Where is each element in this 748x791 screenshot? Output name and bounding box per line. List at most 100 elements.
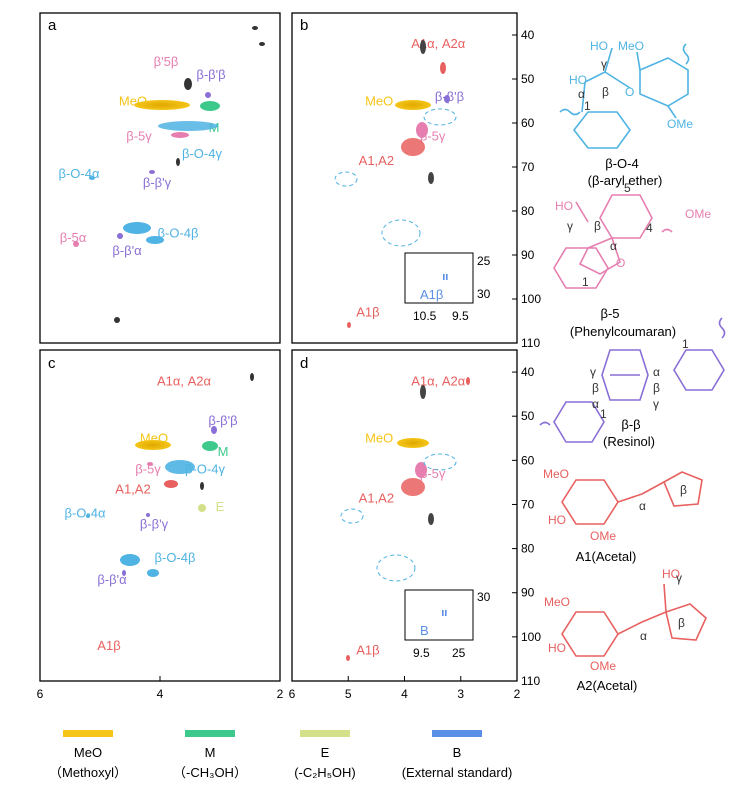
unassigned-contour [200,482,204,490]
legend-swatch-b [432,730,482,737]
inset-b-label: A1β [420,287,443,302]
unassigned-contour [420,40,426,54]
structure-beta-o4-labels: HO MeO γ HO α β O 1 OMe [569,39,693,131]
bond [604,47,613,73]
atom-label: O [616,256,625,270]
y-tick-label: 110 [521,336,540,350]
structure-name: β-β [621,417,640,432]
y-tick-label: 100 [521,630,541,644]
aryl-ring [572,111,631,149]
atom-label: 1 [682,337,689,351]
betabeta-alpha-contour [117,233,123,239]
beta-o4-gamma-contour [165,460,195,474]
y-tick-label: 60 [521,116,535,130]
aryl-ring-2 [553,401,605,443]
betabeta-beta-contour [444,95,450,103]
atom-label: α [640,629,647,643]
bond [575,201,589,223]
peak-label: β-β'γ [140,517,169,532]
peak-label: A1α, A2α [157,373,212,388]
legend-sub-m: （-CH₃OH） [173,765,247,780]
panel-a: a β'5ββ-β'βMeOMβ-5γβ-O-4γβ-O-4αβ-β'γβ-5α… [39,12,281,344]
betabeta-gamma-contour [146,513,150,517]
beta5-alpha-contour [73,241,79,247]
dashed-region [376,554,416,582]
y-tick-label: 90 [521,586,535,600]
m-contour [200,101,220,111]
bond [604,71,631,89]
x-tick-label: 6 [37,687,44,701]
unassigned-contour [250,373,254,381]
atom-label: HO [548,641,566,655]
legend-sub-e: (-C₂H₅OH) [294,765,356,780]
bond [641,481,665,495]
atom-label: OMe [685,207,711,221]
peak-label: β-5γ [126,129,152,144]
meo-contour [395,100,431,110]
inset-tick-label: 30 [477,287,491,301]
structure-subname: (β-aryl ether) [588,173,663,188]
panel-a-frame [39,12,281,344]
x-tick-label: 4 [157,687,164,701]
furan-ring [578,236,621,275]
inset-frame [404,252,474,304]
legend: MeO （Methoxyl） M （-CH₃OH） E (-C₂H₅OH) B … [49,730,512,780]
atom-label: γ [601,57,607,71]
atom-label: α [578,87,585,101]
atom-label: β [653,381,660,395]
peak-label: A1α, A2α [411,373,466,388]
atom-label: OMe [590,529,616,543]
meo-contour [135,440,171,450]
atom-label: MeO [618,39,644,53]
atom-label: γ [653,397,659,411]
e-contour [198,504,206,512]
atom-label: HO [555,199,573,213]
peak-label: E [216,499,225,514]
meo-contour [134,100,190,110]
acetal-beta-contour [346,655,350,661]
unassigned-contour [114,317,120,323]
inset-d-label: B [420,623,429,638]
panel-b-letter: b [300,17,308,34]
y-tick-label: 40 [521,28,535,42]
unassigned-contour [184,78,192,90]
atom-label: 1 [600,407,607,421]
atom-label: 4 [646,221,653,235]
y-tick-label: 100 [521,292,541,306]
peak-label: β-O-4β [155,550,196,565]
atom-label: OMe [667,117,693,131]
panel-a-letter: a [48,17,57,34]
y-tick-label: 70 [521,160,535,174]
x-tick-label: 6 [289,687,296,701]
y-tick-label: 110 [521,674,540,688]
y-tick-label: 50 [521,409,535,423]
bond [641,611,667,623]
bond [663,583,667,613]
legend-swatch-m [185,730,235,737]
legend-label-e: E [321,745,330,760]
wavy-bond [718,317,726,339]
beta5-gamma-contour [415,462,427,478]
legend-label-m: M [205,745,216,760]
acetal-contour [401,138,425,156]
inset-tick-label: 25 [477,254,491,268]
wavy-bond [682,43,690,65]
inset-tick-label: 10.5 [413,309,437,323]
acetal-contour [164,480,178,488]
acetal-alpha-contour [440,62,446,74]
atom-label: β [680,483,687,497]
peak-label: β-β'β [435,89,464,104]
structure-a1-labels: MeO HO OMe α β [543,467,687,543]
dioxolane-ring [662,471,703,507]
atom-label: OMe [590,659,616,673]
betabeta-alpha-contour [122,570,126,576]
aryl-ring [561,611,619,657]
bond [636,51,641,71]
peak-label: β-O-4γ [182,146,222,161]
structure-a1 [561,471,703,525]
atom-label: MeO [543,467,569,481]
inset-tick-label: 9.5 [413,646,430,660]
atom-label: γ [676,571,682,585]
external-standard-contour [446,274,448,280]
